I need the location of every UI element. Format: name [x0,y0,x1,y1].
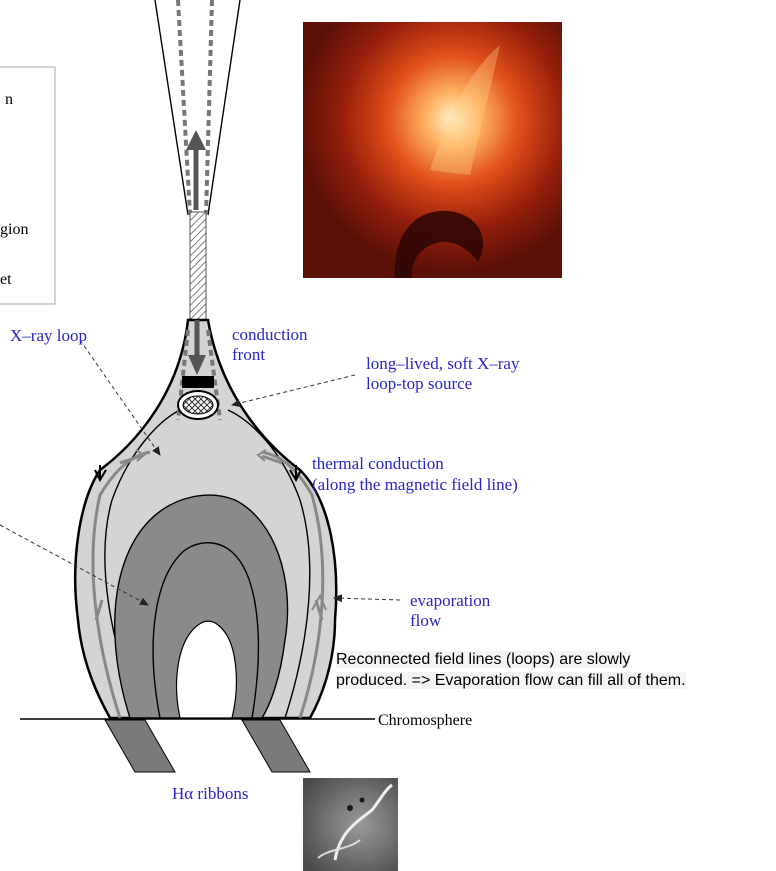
right-ribbon-footpoint [242,720,310,772]
label-ribbons: Hα ribbons [172,784,248,803]
loop-top-source [178,376,218,419]
label-loop-top-1: long–lived, soft X–ray [366,354,520,373]
left-ribbon-footpoint [105,720,175,772]
label-conduction-front-2: front [232,345,265,364]
label-loop-top-2: loop-top source [366,374,472,393]
label-xray-loop: X–ray loop [10,326,87,345]
note-line-2: produced. => Evaporation flow can fill a… [336,672,686,689]
label-evaporation-1: evaporation [410,591,491,610]
label-evaporation-2: flow [410,611,442,630]
label-thermal-2: (along the magnetic field line) [312,475,518,494]
label-thermal-1: thermal conduction [312,454,444,473]
label-chromosphere: Chromosphere [378,712,472,729]
legend-text-1: n [5,91,13,108]
explanation-note: Reconnected field lines (loops) are slow… [336,649,686,691]
legend-text-3: et [0,271,12,288]
halpha-image [303,778,398,871]
legend-text-2: gion [0,221,28,238]
note-line-1: Reconnected field lines (loops) are slow… [336,651,630,668]
label-conduction-front-1: conduction [232,325,308,344]
xray-image [303,22,562,278]
